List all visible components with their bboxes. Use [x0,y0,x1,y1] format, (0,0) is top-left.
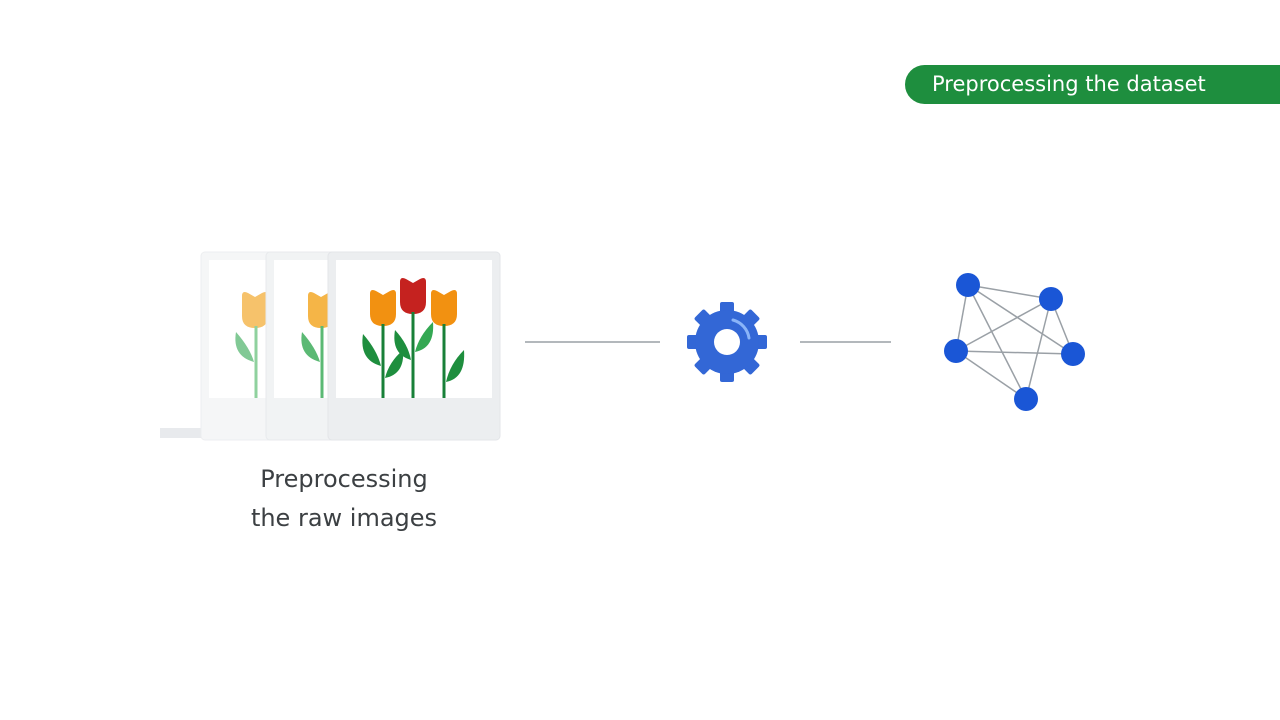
image-card-back [200,251,282,441]
image-stack-caption: Preprocessing the raw images [194,460,494,538]
graph-node [1014,387,1038,411]
graph-node [1039,287,1063,311]
tulip-image-stack-icon [160,251,501,441]
image-card-front [327,251,501,441]
image-card-middle [265,251,347,441]
caption-line-2: the raw images [250,504,438,532]
network-graph-icon [944,273,1085,411]
graph-node [1061,342,1085,366]
section-badge: Preprocessing the dataset [905,65,1280,104]
graph-node [944,339,968,363]
caption-line-1: Preprocessing [260,465,428,493]
gear-icon [687,302,767,382]
graph-node [956,273,980,297]
